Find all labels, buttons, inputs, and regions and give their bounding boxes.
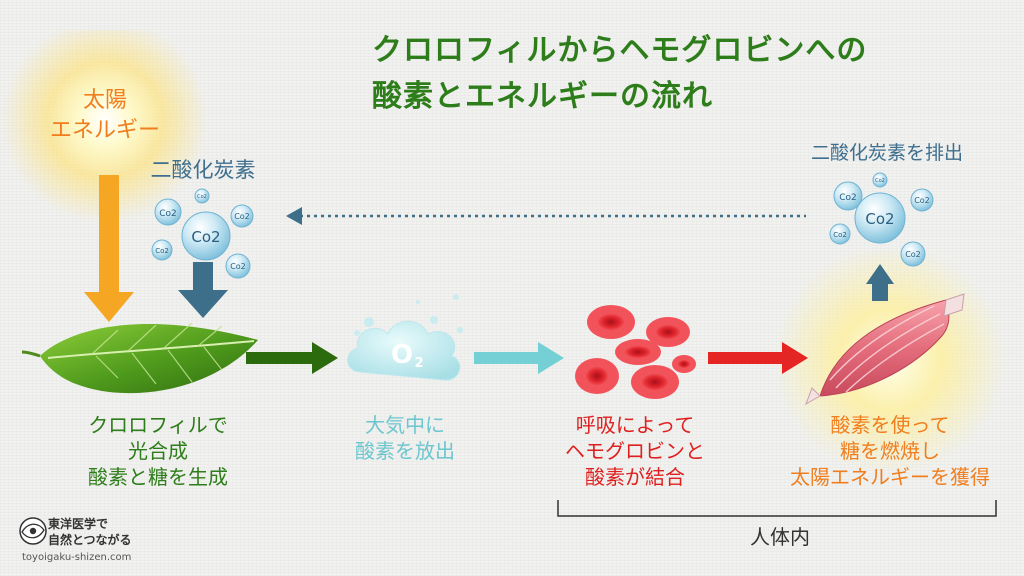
co2-bubble-tiny-text: Co2 xyxy=(875,178,885,184)
diagram-title: クロロフィルからヘモグロビンへの 酸素とエネルギーの流れ xyxy=(372,28,1012,120)
o2-subscript: 2 xyxy=(414,356,423,371)
logo-text: 東洋医学で 自然とつながる xyxy=(48,516,178,548)
logo-mark xyxy=(19,517,47,545)
co2-bubble-tiny: Co2 xyxy=(872,172,888,188)
co2-return-dotted-arrow xyxy=(286,207,806,225)
caption-muscle-line: 糖を燃焼し xyxy=(840,439,940,463)
caption-muscle-line: 酸素を使って xyxy=(830,413,950,437)
co2-bubble-small-text: Co2 xyxy=(230,262,246,271)
caption-leaf-line: クロロフィルで xyxy=(88,413,228,437)
co2-intake-bubbles: Co2 Co2 Co2 Co2 Co2 Co2 xyxy=(151,188,254,279)
co2-intake-label: 二酸化炭素 xyxy=(150,158,256,182)
muscle-illustration xyxy=(805,293,965,406)
logo-url: toyoigaku-shizen.com xyxy=(22,552,132,563)
title-line-2: 酸素とエネルギーの流れ xyxy=(372,79,713,114)
co2-bubble-small-text: Co2 xyxy=(839,193,857,203)
co2-bubble-small: Co2 xyxy=(910,188,934,212)
arrow-o2-to-rbc xyxy=(474,342,564,374)
co2-bubble-small: Co2 xyxy=(230,204,254,228)
red-blood-cell xyxy=(646,317,690,347)
co2-bubble-small-text: Co2 xyxy=(914,196,930,205)
co2-bubble-large-text: Co2 xyxy=(865,210,894,228)
caption-o2-line: 大気中に xyxy=(365,413,445,437)
caption-leaf: クロロフィルで 光合成 酸素と糖を生成 xyxy=(58,412,258,490)
caption-rbc: 呼吸によって ヘモグロビンと 酸素が結合 xyxy=(540,412,730,490)
co2-bubble-small-text: Co2 xyxy=(155,247,169,255)
sun-energy-label: 太陽 エネルギー xyxy=(20,86,190,146)
co2-bubble-small: Co2 xyxy=(900,241,926,267)
co2-bubble-large: Co2 xyxy=(854,192,906,244)
caption-muscle-line: 太陽エネルギーを獲得 xyxy=(790,465,990,489)
caption-o2-line: 酸素を放出 xyxy=(355,439,455,463)
co2-bubble-small-text: Co2 xyxy=(159,209,177,219)
co2-intake-arrow xyxy=(178,262,228,318)
arrow-leaf-to-o2 xyxy=(246,342,338,374)
logo-line-2: 自然とつながる xyxy=(48,533,132,547)
co2-bubble-small: Co2 xyxy=(829,223,851,245)
co2-bubble-small-text: Co2 xyxy=(234,212,250,221)
caption-rbc-line: ヘモグロビンと xyxy=(565,439,705,463)
co2-bubble-large: Co2 xyxy=(181,211,231,261)
red-blood-cell xyxy=(587,305,635,339)
co2-exhaust-bubbles: Co2 Co2 Co2 Co2 Co2 Co2 xyxy=(829,172,934,267)
co2-bubble-tiny: Co2 xyxy=(194,188,210,204)
caption-leaf-line: 光合成 xyxy=(128,439,188,463)
sun-arrow xyxy=(84,175,134,322)
body-bracket xyxy=(557,500,997,517)
arrow-rbc-to-muscle xyxy=(708,342,808,374)
caption-muscle: 酸素を使って 糖を燃焼し 太陽エネルギーを獲得 xyxy=(760,412,1020,490)
red-blood-cell xyxy=(615,339,661,365)
title-line-1: クロロフィルからヘモグロビンへの xyxy=(372,33,868,68)
sun-label-line-1: 太陽 xyxy=(82,88,127,113)
caption-rbc-line: 呼吸によって xyxy=(575,413,695,437)
co2-exhaust-label: 二酸化炭素を排出 xyxy=(810,142,963,164)
leaf-illustration xyxy=(21,322,258,394)
co2-bubble-large-text: Co2 xyxy=(191,228,220,246)
red-blood-cell xyxy=(631,365,679,399)
co2-bubble-small-text: Co2 xyxy=(905,250,921,259)
o2-cloud: O 2 xyxy=(347,294,463,381)
co2-bubble-small: Co2 xyxy=(154,198,182,226)
co2-bubble-small: Co2 xyxy=(833,181,863,211)
co2-bubble-small-text: Co2 xyxy=(833,231,847,239)
co2-exhaust-arrow xyxy=(866,264,894,301)
caption-o2: 大気中に 酸素を放出 xyxy=(330,412,480,464)
caption-leaf-line: 酸素と糖を生成 xyxy=(88,465,228,489)
red-blood-cell xyxy=(575,358,619,394)
co2-bubble-small: Co2 xyxy=(151,239,173,261)
logo-line-1: 東洋医学で xyxy=(48,517,109,531)
sun-label-line-2: エネルギー xyxy=(49,118,160,143)
red-blood-cells xyxy=(575,305,696,399)
caption-rbc-line: 酸素が結合 xyxy=(585,465,685,489)
inside-body-label: 人体内 xyxy=(750,525,810,549)
co2-bubble-tiny-text: Co2 xyxy=(197,194,207,200)
o2-symbol: O xyxy=(391,340,413,370)
co2-bubble-small: Co2 xyxy=(225,253,251,279)
red-blood-cell xyxy=(672,355,696,373)
